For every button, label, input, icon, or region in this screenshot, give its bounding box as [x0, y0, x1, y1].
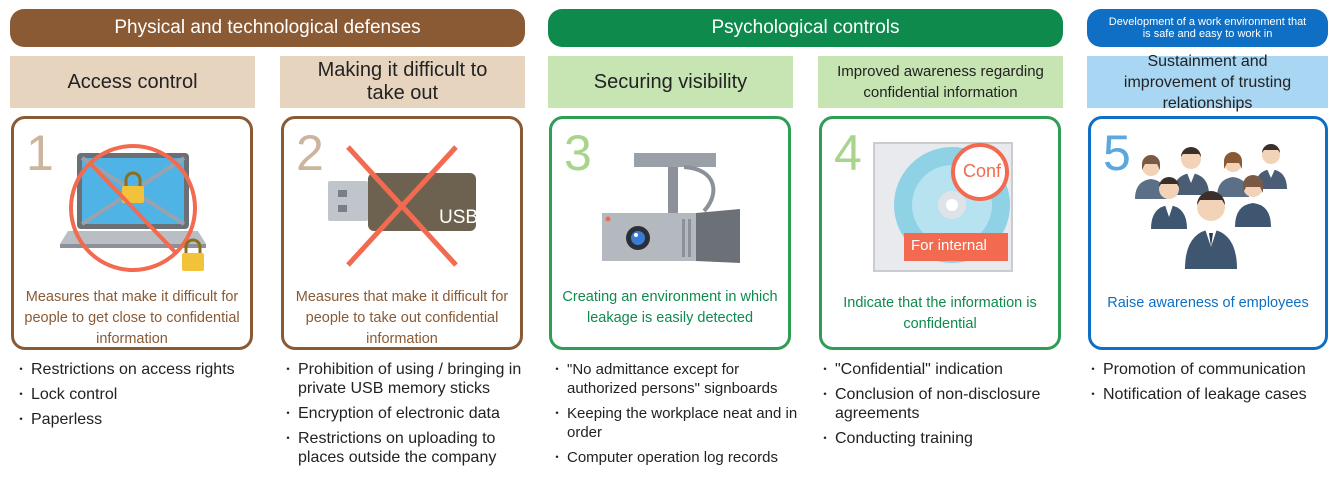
- category-psychological-controls: Psychological controls: [548, 9, 1063, 47]
- category-physical-defenses: Physical and technological defenses: [10, 9, 525, 47]
- locked-laptop-icon: [60, 144, 206, 272]
- list-item: Restrictions on access rights: [15, 360, 265, 379]
- description-text: Indicate that the information is confide…: [843, 295, 1037, 332]
- banner-label: For internal: [911, 237, 987, 254]
- subtitle-improved-awareness: Improved awareness regarding confidentia…: [818, 56, 1063, 108]
- card-trust: 5: [1088, 116, 1328, 350]
- security-camera-icon: [602, 153, 740, 263]
- card-take-out: 2 USB Measures that make it difficult fo…: [281, 116, 523, 350]
- card-access-control: 1 Measures that make it difficult for pe…: [11, 116, 253, 350]
- cross-mark-icon: [346, 145, 458, 267]
- bullets-take-out: Prohibition of using / bringing in priva…: [282, 360, 537, 473]
- bullets-visibility: "No admittance except for authorized per…: [551, 360, 808, 473]
- category-work-environment: Development of a work environment that i…: [1087, 9, 1328, 47]
- list-item: Lock control: [15, 385, 265, 404]
- card-visibility: 3 Creating an environment in which leaka…: [549, 116, 791, 350]
- list-item: Notification of leakage cases: [1087, 385, 1334, 404]
- subtitle-securing-visibility: Securing visibility: [548, 56, 793, 108]
- list-item: Keeping the workplace neat and in order: [551, 404, 808, 442]
- stamp-label: Conf: [963, 161, 1002, 181]
- step-number: 5: [1103, 125, 1131, 181]
- list-item: "Confidential" indication: [819, 360, 1069, 379]
- step-number: 1: [26, 125, 54, 181]
- list-item: Prohibition of using / bringing in priva…: [282, 360, 537, 398]
- list-item: Conducting training: [819, 429, 1069, 448]
- bullets-trust: Promotion of communication Notification …: [1087, 360, 1334, 410]
- bullets-awareness: "Confidential" indication Conclusion of …: [819, 360, 1069, 454]
- list-item: Paperless: [15, 410, 265, 429]
- card-awareness: 4 Conf For internal Indicate that the in…: [819, 116, 1061, 350]
- subtitle-access-control: Access control: [10, 56, 255, 108]
- employees-group-icon: [1135, 144, 1287, 269]
- usb-label: USB: [439, 207, 479, 228]
- bullets-access-control: Restrictions on access rights Lock contr…: [15, 360, 265, 435]
- step-number: 2: [296, 125, 324, 181]
- list-item: Encryption of electronic data: [282, 404, 537, 423]
- description-text: Raise awareness of employees: [1107, 295, 1309, 311]
- list-item: Promotion of communication: [1087, 360, 1334, 379]
- list-item: Computer operation log records: [551, 448, 808, 467]
- list-item: Restrictions on uploading to places outs…: [282, 429, 537, 467]
- subtitle-trusting-relationships: Sustainment and improvement of trusting …: [1087, 53, 1328, 112]
- description-text: Measures that make it difficult for peop…: [24, 289, 240, 347]
- step-number: 4: [834, 125, 862, 181]
- description-text: Creating an environment in which leakage…: [562, 289, 778, 326]
- list-item: "No admittance except for authorized per…: [551, 360, 808, 398]
- subtitle-difficult-to-take-out: Making it difficult to take out: [280, 56, 525, 108]
- description-text: Measures that make it difficult for peop…: [295, 289, 509, 347]
- step-number: 3: [564, 125, 592, 181]
- list-item: Conclusion of non-disclosure agreements: [819, 385, 1069, 423]
- confidential-disc-icon: [873, 142, 1013, 272]
